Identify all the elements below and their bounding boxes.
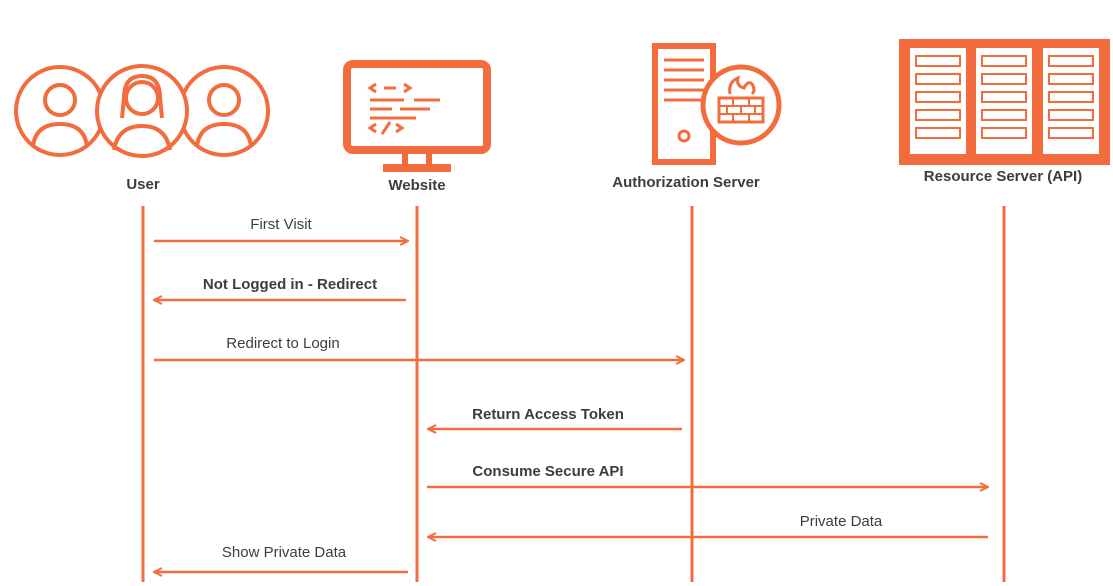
- message-label-not-logged-in: Not Logged in - Redirect: [202, 276, 378, 293]
- actor-label-resource-server: Resource Server (API): [923, 168, 1083, 185]
- users-group-icon: [14, 64, 270, 158]
- message-label-show-private-data: Show Private Data: [221, 544, 347, 561]
- message-label-first-visit: First Visit: [250, 216, 312, 233]
- message-label-private-data: Private Data: [799, 513, 883, 530]
- actor-label-authorization-server: Authorization Server: [612, 174, 760, 191]
- message-label-return-access-token: Return Access Token: [472, 406, 624, 423]
- monitor-code-icon: [343, 60, 491, 172]
- server-firewall-icon: [652, 43, 782, 165]
- message-label-redirect-to-login: Redirect to Login: [226, 335, 340, 352]
- actor-label-user: User: [126, 176, 160, 193]
- server-rack-icon: [899, 39, 1110, 165]
- actor-label-website: Website: [388, 177, 446, 194]
- message-label-consume-secure-api: Consume Secure API: [472, 463, 624, 480]
